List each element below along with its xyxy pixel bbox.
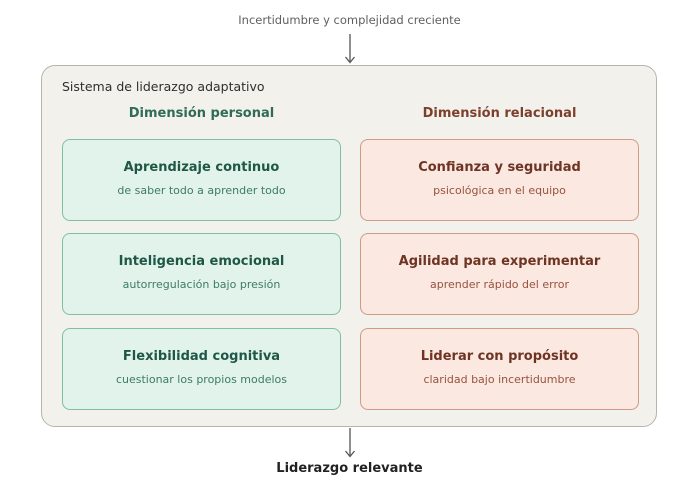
purpose-leadership-card: Liderar con propósito claridad bajo ince… xyxy=(360,328,639,410)
card-subtitle: psicológica en el equipo xyxy=(433,184,566,197)
card-title: Aprendizaje continuo xyxy=(123,160,280,175)
emotional-intelligence-card: Inteligencia emocional autorregulación b… xyxy=(62,233,341,315)
system-title: Sistema de liderazgo adaptativo xyxy=(62,79,265,94)
card-subtitle: cuestionar los propios modelos xyxy=(115,373,288,386)
adaptive-leadership-system: Sistema de liderazgo adaptativo Dimensió… xyxy=(41,65,657,427)
agility-experiment-card: Agilidad para experimentar aprender rápi… xyxy=(360,233,639,315)
continuous-learning-card: Aprendizaje continuo de saber todo a apr… xyxy=(62,139,341,221)
card-subtitle: autorregulación bajo presión xyxy=(122,278,281,291)
arrow-down-icon xyxy=(344,34,356,64)
card-title: Inteligencia emocional xyxy=(118,254,285,269)
relational-dimension-heading: Dimensión relacional xyxy=(422,106,577,121)
input-caption: Incertidumbre y complejidad creciente xyxy=(238,13,461,27)
card-subtitle: claridad bajo incertidumbre xyxy=(423,373,576,386)
personal-dimension-heading: Dimensión personal xyxy=(128,106,275,121)
card-title: Liderar con propósito xyxy=(420,349,579,364)
card-title: Flexibilidad cognitiva xyxy=(122,349,281,364)
cognitive-flexibility-card: Flexibilidad cognitiva cuestionar los pr… xyxy=(62,328,341,410)
trust-safety-card: Confianza y seguridad psicológica en el … xyxy=(360,139,639,221)
arrow-down-icon xyxy=(344,428,356,458)
output-caption: Liderazgo relevante xyxy=(276,461,423,476)
card-title: Agilidad para experimentar xyxy=(398,254,601,269)
card-title: Confianza y seguridad xyxy=(418,160,581,175)
card-subtitle: aprender rápido del error xyxy=(430,278,569,291)
card-subtitle: de saber todo a aprender todo xyxy=(117,184,286,197)
